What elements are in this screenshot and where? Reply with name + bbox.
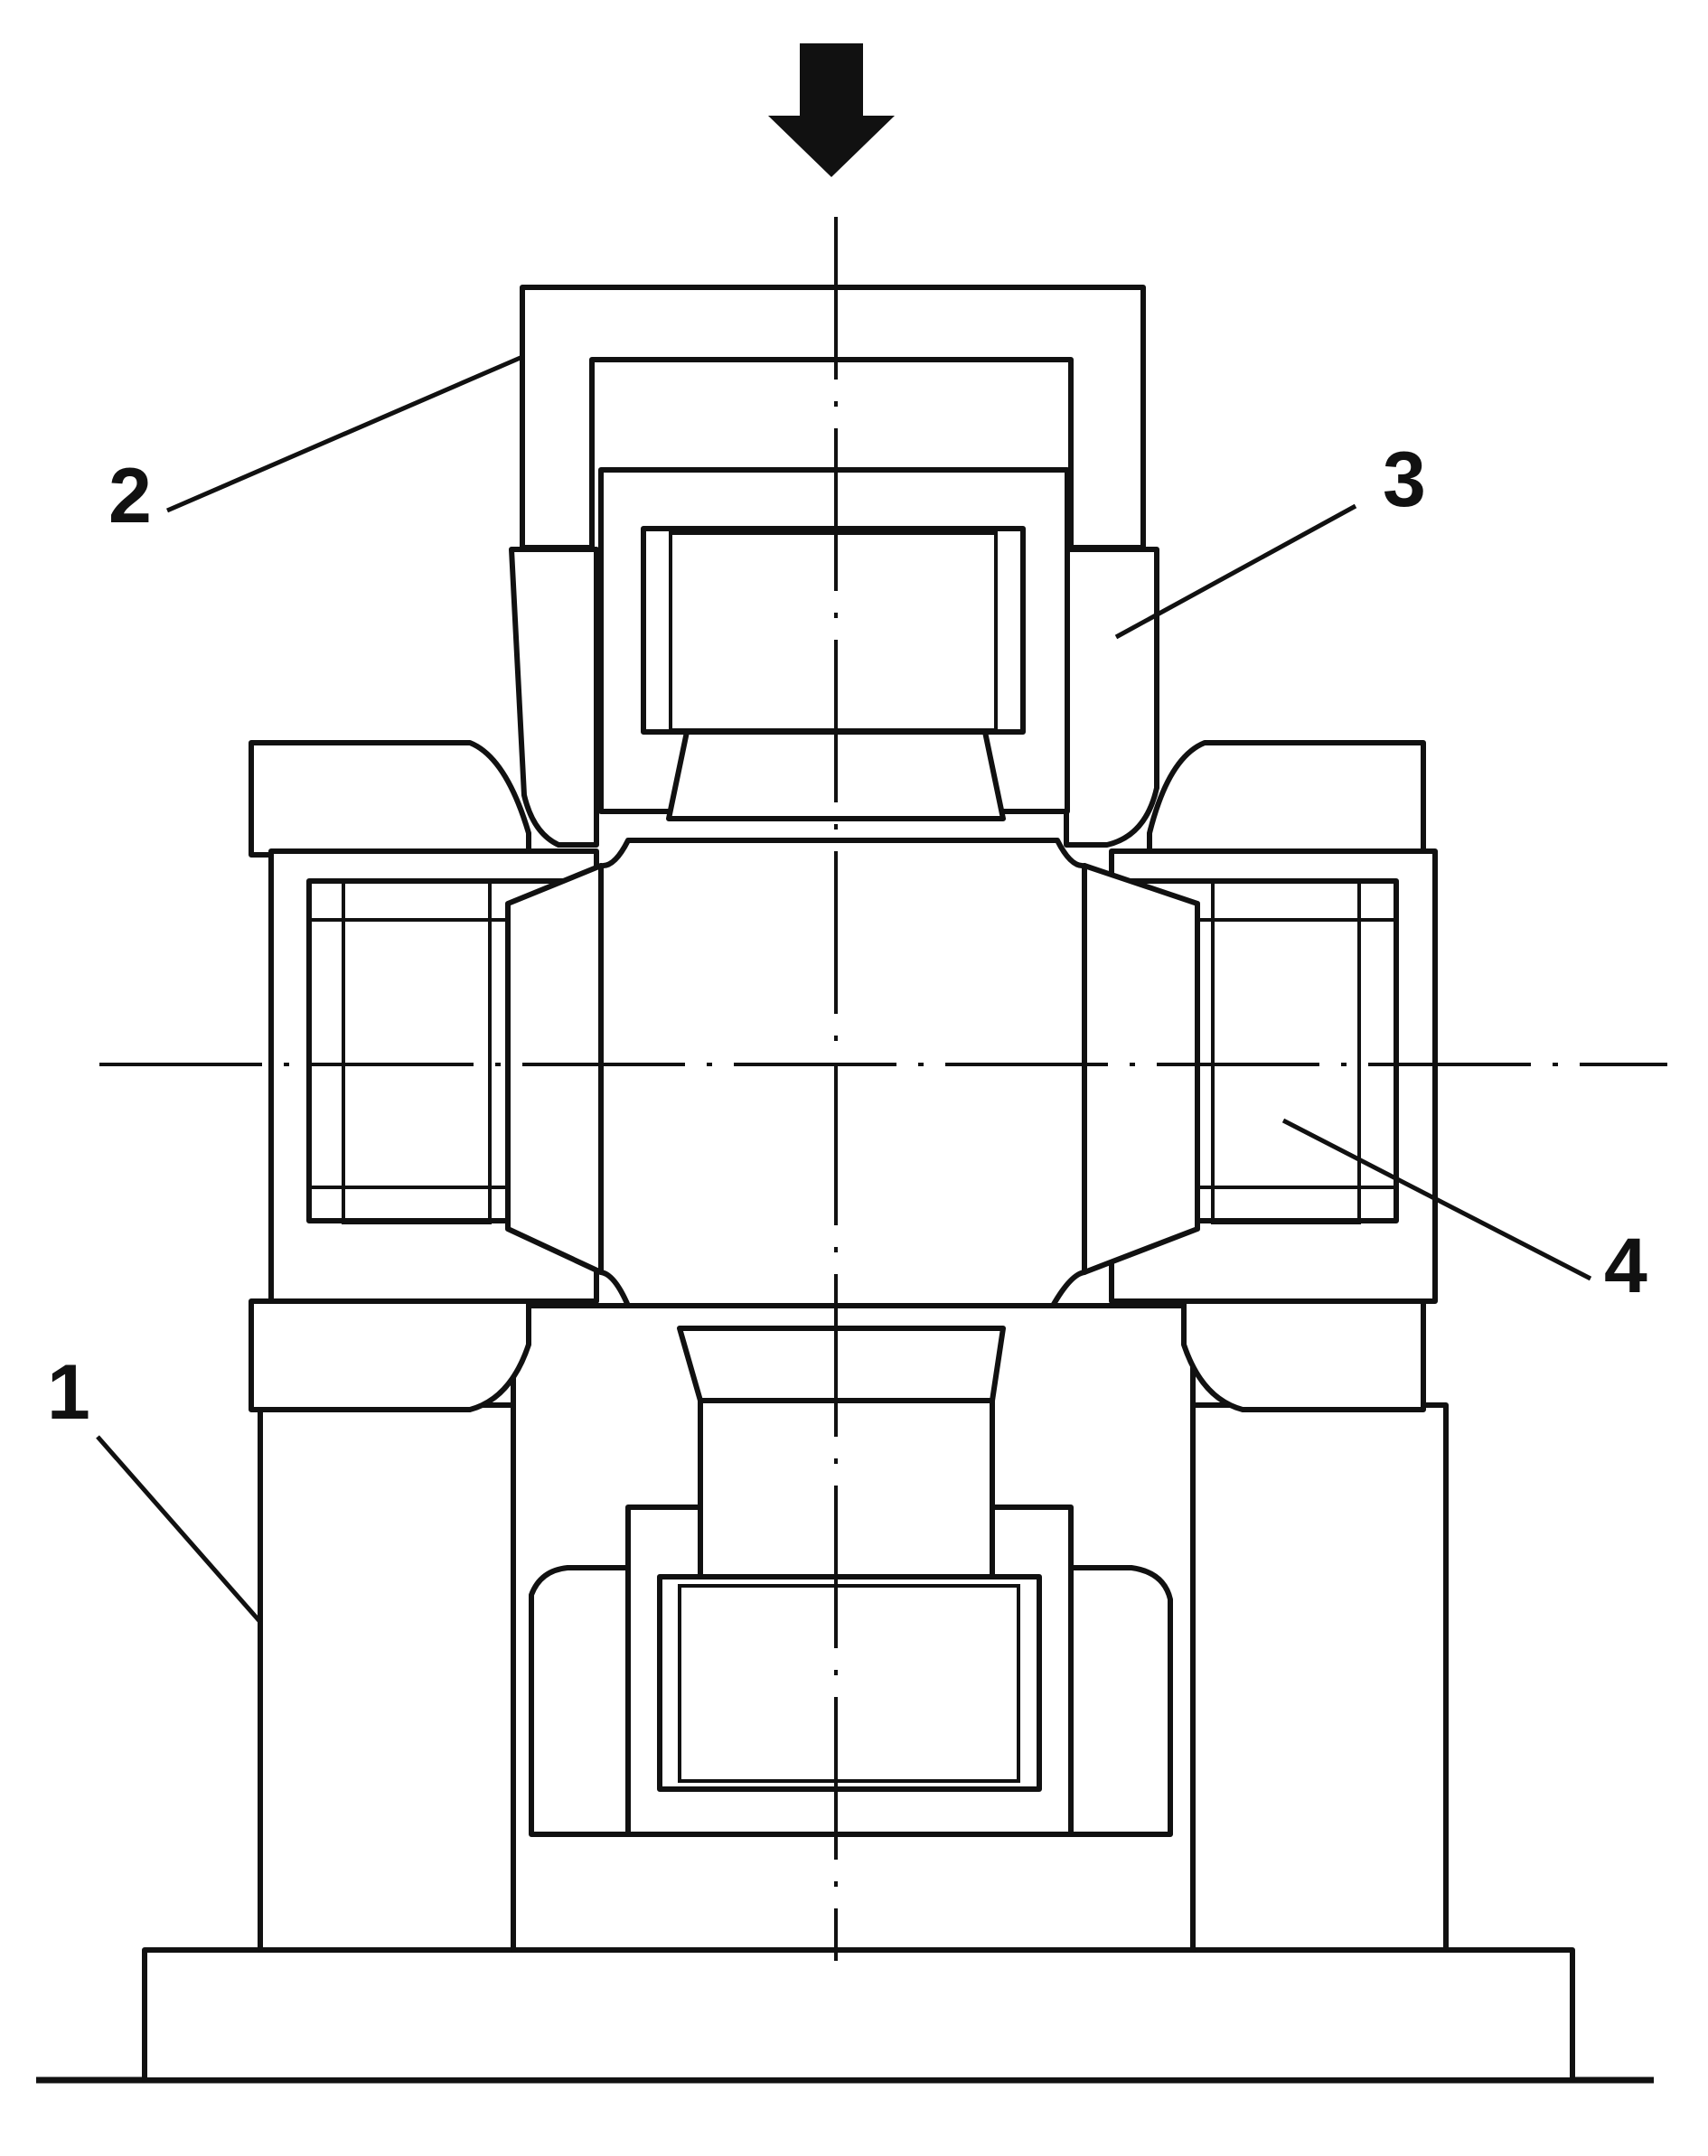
right-trunnion <box>1082 863 1200 1275</box>
label-3: 3 <box>1383 436 1426 523</box>
journal-cross-center <box>598 838 1087 1308</box>
leader-line-1 <box>96 1435 262 1624</box>
bottom-bearing-support <box>529 1326 1173 1837</box>
label-4: 4 <box>1604 1223 1647 1309</box>
label-1: 1 <box>47 1349 90 1436</box>
down-arrow-icon <box>768 43 895 177</box>
leader-line-4 <box>1281 1118 1592 1281</box>
left-trunnion <box>505 863 604 1275</box>
leader-line-2 <box>166 354 523 513</box>
leader-line-3 <box>1114 503 1357 640</box>
label-2: 2 <box>108 453 152 539</box>
base-plate <box>142 1947 1575 2083</box>
